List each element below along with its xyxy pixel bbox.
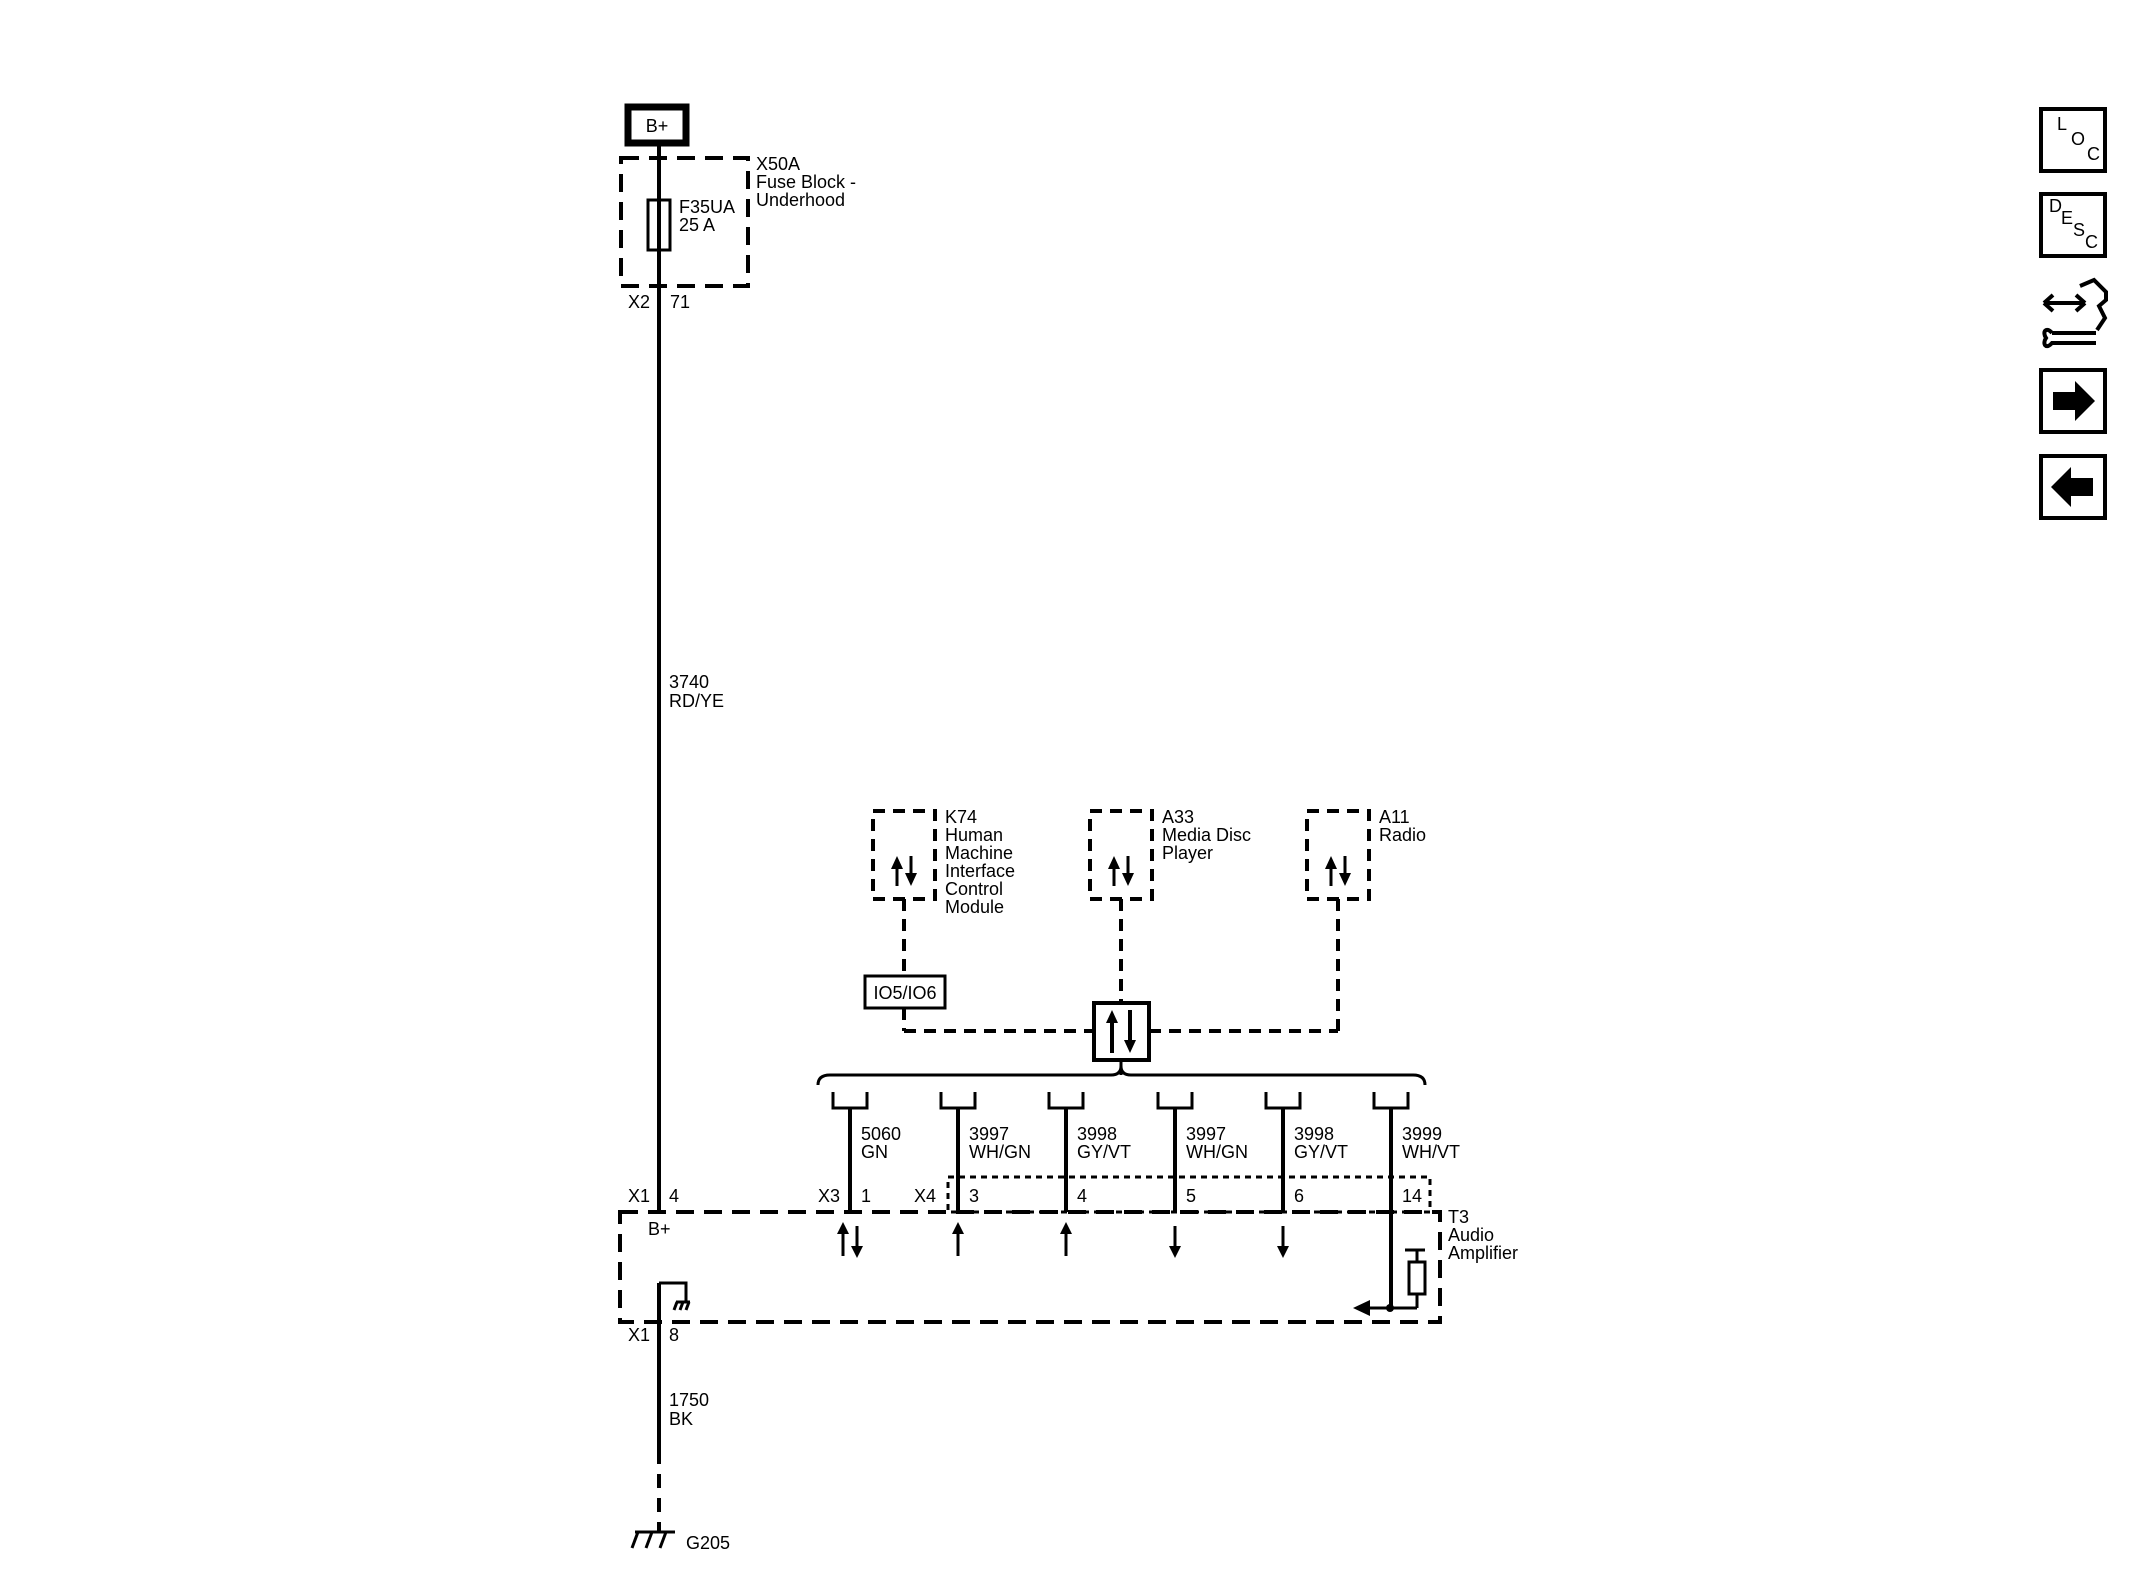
next-button[interactable] — [2039, 368, 2107, 434]
a33-name-2: Player — [1162, 843, 1213, 863]
amp-x1-pin-power: 4 — [669, 1186, 679, 1206]
wire-1750-color: BK — [669, 1409, 693, 1429]
fuse-connector: X2 — [628, 292, 650, 312]
a11-module-outline — [1305, 809, 1371, 901]
amp-power-label: B+ — [648, 1219, 671, 1239]
channel-pin: 6 — [1294, 1186, 1304, 1206]
channel-pin: 4 — [1077, 1186, 1087, 1206]
channel-color: GY/VT — [1077, 1142, 1131, 1162]
connector-terminal — [939, 1092, 977, 1110]
connector-terminal — [831, 1092, 869, 1110]
amp-x1-pin-ground: 8 — [669, 1325, 679, 1345]
a11-name-1: Radio — [1379, 825, 1426, 845]
amp-x3-connector: X3 — [818, 1186, 840, 1206]
fuse-rating: 25 A — [679, 215, 715, 235]
amp-x1-connector-bottom: X1 — [628, 1325, 650, 1345]
wire-3740-color: RD/YE — [669, 691, 724, 711]
fuse-block-id: X50A — [756, 154, 800, 174]
channel-pin: 5 — [1186, 1186, 1196, 1206]
channel-circuit: 3998 — [1077, 1124, 1117, 1144]
channel-circuit: 3998 — [1294, 1124, 1334, 1144]
channel-circuit: 3999 — [1402, 1124, 1442, 1144]
amp-name-2: Amplifier — [1448, 1243, 1518, 1263]
a11-id: A11 — [1379, 807, 1410, 827]
channel-color: GN — [861, 1142, 888, 1162]
fuse-pin: 71 — [670, 292, 690, 312]
a11-arrows-icon — [1325, 856, 1351, 886]
channel-color: GY/VT — [1294, 1142, 1348, 1162]
amplifier-load-resistor — [1407, 1260, 1427, 1296]
k74-name-2: Machine — [945, 843, 1013, 863]
loc-l: L — [2057, 114, 2067, 134]
desc-c: C — [2085, 232, 2098, 252]
battery-positive-label: B+ — [646, 116, 669, 136]
desc-s: S — [2073, 220, 2085, 240]
a33-arrows-icon — [1108, 856, 1134, 886]
amplifier-channels: 5060GN13997WH/GN33998GY/VT43997WH/GN5399… — [831, 1092, 1460, 1308]
a33-id: A33 — [1162, 807, 1194, 827]
data-bus-arrows-icon — [1106, 1010, 1136, 1053]
desc-e: E — [2061, 208, 2073, 228]
amp-name-1: Audio — [1448, 1225, 1494, 1245]
k74-name-1: Human — [945, 825, 1003, 845]
channel-circuit: 3997 — [1186, 1124, 1226, 1144]
connector-terminal — [1264, 1092, 1302, 1110]
x4-connector-outline — [946, 1175, 1432, 1214]
channel-pin: 1 — [861, 1186, 871, 1206]
connector-tool-button[interactable] — [2042, 277, 2108, 349]
channel-circuit: 5060 — [861, 1124, 901, 1144]
amplifier-internals — [657, 1248, 1427, 1311]
splice-label: IO5/IO6 — [873, 983, 936, 1003]
connector-tool-icon — [2042, 277, 2108, 349]
bus-bracket — [816, 1065, 1427, 1086]
wire-1750-circuit: 1750 — [669, 1390, 709, 1410]
k74-name-4: Control — [945, 879, 1003, 899]
amp-x1-connector-top: X1 — [628, 1186, 650, 1206]
arrow-right-icon — [2053, 381, 2095, 421]
data-bus-box — [1092, 1001, 1151, 1062]
desc-d: D — [2049, 196, 2062, 216]
channel-pin: 3 — [969, 1186, 979, 1206]
ground-id: G205 — [686, 1533, 730, 1553]
fuse-block-name-2: Underhood — [756, 190, 845, 210]
fuse-id: F35UA — [679, 197, 735, 217]
desc-button[interactable]: D E S C — [2039, 192, 2107, 258]
channel-circuit: 3997 — [969, 1124, 1009, 1144]
connector-terminal — [1372, 1092, 1410, 1110]
loc-c: C — [2087, 144, 2100, 164]
k74-name-5: Module — [945, 897, 1004, 917]
loc-button[interactable]: L O C — [2039, 107, 2107, 173]
prev-button[interactable] — [2039, 454, 2107, 520]
a33-name-1: Media Disc — [1162, 825, 1251, 845]
k74-id: K74 — [945, 807, 977, 827]
wire-3740-circuit: 3740 — [669, 672, 709, 692]
a33-module-outline — [1088, 809, 1154, 901]
amplifier-outline — [618, 1210, 1442, 1324]
fuse-block-name-1: Fuse Block - — [756, 172, 856, 192]
connector-terminal — [1047, 1092, 1085, 1110]
amp-x4-connector: X4 — [914, 1186, 936, 1206]
k74-name-3: Interface — [945, 861, 1015, 881]
k74-arrows-icon — [891, 856, 917, 886]
connector-terminal — [1156, 1092, 1194, 1110]
k74-module-outline — [871, 809, 937, 901]
channel-color: WH/VT — [1402, 1142, 1460, 1162]
channel-color: WH/GN — [1186, 1142, 1248, 1162]
fuse-block-outline — [619, 156, 750, 288]
ground-g205-icon — [630, 1530, 675, 1549]
internal-ground-icon — [657, 1281, 688, 1302]
channel-color: WH/GN — [969, 1142, 1031, 1162]
arrow-left-icon — [2051, 467, 2093, 507]
loc-o: O — [2071, 129, 2085, 149]
channel-pin: 14 — [1402, 1186, 1422, 1206]
amp-id: T3 — [1448, 1207, 1469, 1227]
